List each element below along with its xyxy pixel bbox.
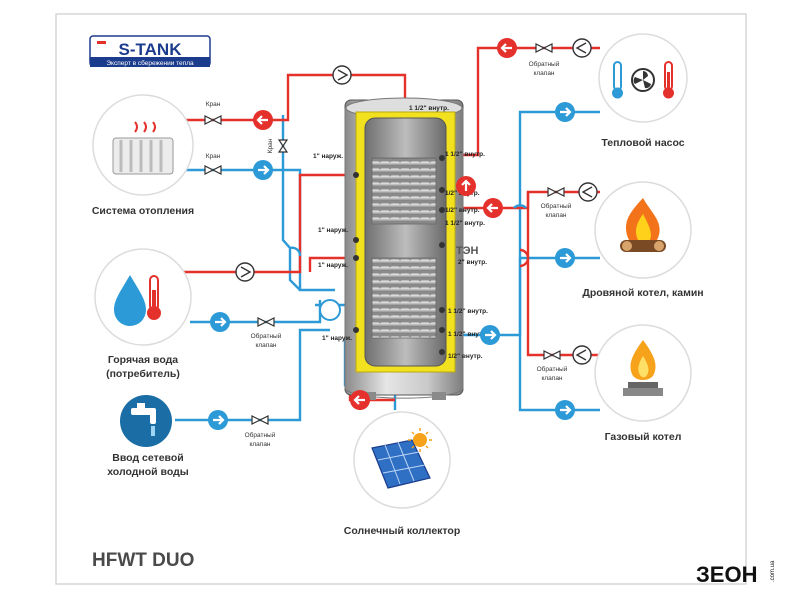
label-hot-water-2: (потребитель) — [106, 368, 180, 380]
brand-tagline: Эксперт в сбережении тепла — [106, 59, 194, 67]
fan-icon — [631, 68, 655, 92]
sun-icon — [408, 428, 432, 452]
radiator-icon — [112, 121, 174, 175]
conn-ten-label: ТЭН — [456, 245, 479, 257]
conn-l2: 1" наруж. — [318, 227, 348, 234]
frame-border — [55, 13, 747, 585]
conn-r6: 1 1/2" внутр. — [448, 331, 488, 338]
label-check-cold-2: клапан — [249, 441, 270, 448]
pump-icons — [235, 38, 598, 365]
conn-r1: 1 1/2" внутр. — [445, 151, 485, 158]
label-heat-pump: Тепловой насос — [601, 137, 684, 149]
label-check-wood-1: Обратный — [541, 202, 572, 210]
label-check-wood-2: клапан — [545, 212, 566, 219]
heating-system-node — [92, 94, 194, 196]
label-check-hw-2: клапан — [255, 342, 276, 349]
tap-icon — [131, 403, 156, 436]
storage-tank — [344, 97, 464, 400]
cold-water-node — [120, 395, 172, 447]
label-wood-boiler: Дровяной котел, камин — [582, 287, 703, 299]
conn-l1: 1" наруж. — [313, 153, 343, 160]
valve-icons — [204, 43, 565, 425]
solar-collector-node — [353, 411, 451, 509]
watermark-text: ЗЕОН — [696, 562, 757, 587]
flow-arrows-hot — [253, 38, 517, 410]
label-valve-heating-2: Кран — [206, 153, 221, 160]
label-valve-heating-1: Кран — [206, 101, 221, 108]
label-hot-water-1: Горячая вода — [108, 354, 178, 366]
conn-r4: 1 1/2" внутр. — [445, 220, 485, 227]
thermometer-icon — [147, 275, 161, 320]
gas-flame-icon — [623, 340, 663, 396]
conn-r3: 1/2" внутр. — [445, 207, 480, 214]
label-cold-water-1: Ввод сетевой — [112, 452, 183, 464]
conn-l4: 1" наруж. — [322, 335, 352, 342]
heat-pump-node — [598, 33, 688, 123]
hot-water-node — [94, 248, 192, 346]
label-check-gas-2: клапан — [541, 375, 562, 382]
wood-boiler-node — [594, 181, 692, 279]
flow-arrows-cold — [208, 102, 575, 430]
conn-r5: 1 1/2" внутр. — [448, 308, 488, 315]
conn-l3: 1" наруж. — [318, 262, 348, 269]
conn-top: 1 1/2" внутр. — [409, 105, 449, 112]
label-valve-bypass: Кран — [267, 138, 274, 153]
watermark-sub: .com.ua — [770, 560, 776, 582]
brand-name: S-TANK — [119, 40, 183, 59]
conn-r7: 1/2" внутр. — [448, 353, 483, 360]
label-heating-system: Система отопления — [92, 205, 194, 217]
watermark-logo: ЗЕОН .com.ua — [696, 560, 776, 587]
fire-icon — [620, 198, 666, 252]
label-gas-boiler: Газовый котел — [605, 431, 682, 443]
label-check-hp-2: клапан — [533, 70, 554, 77]
cold-thermometer-icon — [612, 61, 623, 99]
brand-logo: S-TANK Эксперт в сбережении тепла — [89, 35, 211, 67]
label-check-hp-1: Обратный — [529, 60, 560, 68]
water-drop-icon — [114, 275, 146, 326]
label-check-cold-1: Обратный — [245, 431, 276, 439]
label-check-hw-1: Обратный — [251, 332, 282, 340]
label-solar: Солнечный коллектор — [344, 525, 461, 537]
solar-panel-icon — [371, 439, 431, 489]
hot-thermometer-icon — [663, 61, 674, 99]
label-check-gas-1: Обратный — [537, 365, 568, 373]
conn-ten-size: 2" внутр. — [458, 259, 487, 266]
label-cold-water-2: холодной воды — [107, 466, 189, 478]
gas-boiler-node — [594, 324, 692, 422]
product-name: HFWT DUO — [92, 550, 194, 571]
